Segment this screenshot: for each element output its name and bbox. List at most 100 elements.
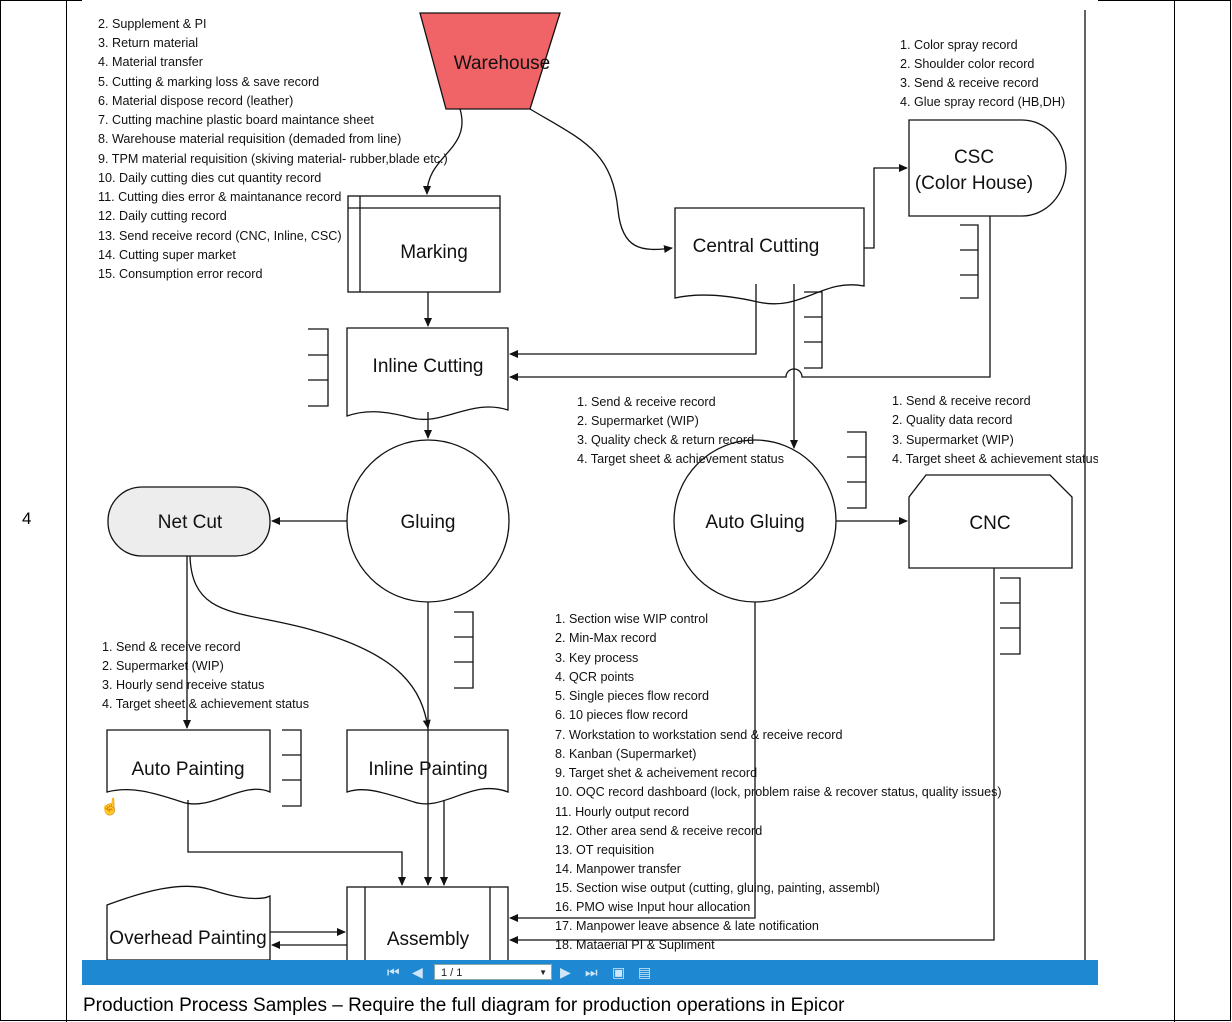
warehouse-label: Warehouse: [454, 53, 550, 74]
list-item: 15. Section wise output (cutting, gluing…: [555, 881, 880, 895]
warehouse-records-list: 2. Supplement & PI 3. Return material 4.…: [98, 17, 448, 281]
column-divider: [1174, 0, 1175, 1022]
list-item: 7. Cutting machine plastic board maintan…: [98, 113, 374, 127]
list-item: 13. OT requisition: [555, 843, 654, 857]
auto-gluing-label: Auto Gluing: [705, 512, 804, 533]
bracket-cnc: [1000, 577, 1021, 655]
csc-node: [908, 119, 1067, 217]
list-item: 16. PMO wise Input hour allocation: [555, 900, 750, 914]
list-item: 9. Target shet & acheivement record: [555, 766, 757, 780]
assembly-label: Assembly: [387, 929, 470, 950]
central-cutting-node: [674, 207, 865, 305]
list-item: 12. Other area send & receive record: [555, 824, 762, 838]
list-item: 12. Daily cutting record: [98, 209, 227, 223]
list-item: 11. Cutting dies error & maintanance rec…: [98, 190, 341, 204]
net-cut-label: Net Cut: [158, 512, 223, 533]
cnc-label: CNC: [969, 513, 1010, 534]
list-item: 14. Cutting super market: [98, 248, 236, 262]
list-item: 3. Hourly send receive status: [102, 678, 264, 692]
overhead-painting-node: [106, 885, 271, 960]
list-item: 7. Workstation to workstation send & rec…: [555, 728, 842, 742]
chevron-down-icon[interactable]: ▼: [539, 968, 547, 977]
list-item: 3. Supermarket (WIP): [892, 433, 1014, 447]
list-item: 2. Supermarket (WIP): [102, 659, 224, 673]
list-item: 4. Material transfer: [98, 55, 203, 69]
list-item: 1. Section wise WIP control: [555, 612, 708, 626]
page-number-input[interactable]: 1 / 1 ▼: [434, 964, 552, 980]
central-cutting-label: Central Cutting: [693, 236, 820, 257]
overhead-painting-label: Overhead Painting: [109, 928, 266, 949]
marking-label: Marking: [400, 242, 468, 263]
list-item: 2. Supplement & PI: [98, 17, 207, 31]
list-item: 6. 10 pieces flow record: [555, 708, 688, 722]
auto-painting-label: Auto Painting: [131, 759, 244, 780]
list-item: 2. Min-Max record: [555, 631, 656, 645]
hand-cursor-icon: ☝: [100, 797, 120, 816]
list-item: 6. Material dispose record (leather): [98, 94, 293, 108]
painting-records-list: 1. Send & receive record 2. Supermarket …: [102, 640, 309, 711]
list-item: 4. QCR points: [555, 670, 634, 684]
list-item: 8. Warehouse material requisition (demad…: [98, 132, 401, 146]
list-item: 5. Single pieces flow record: [555, 689, 709, 703]
csc-label-2: (Color House): [915, 173, 1033, 194]
gluing-label: Gluing: [401, 512, 456, 533]
bracket-inline-cutting: [308, 328, 329, 407]
bracket-gluing: [454, 611, 474, 689]
list-item: 2. Supermarket (WIP): [577, 414, 699, 428]
table-caption: Production Process Samples – Require the…: [83, 995, 845, 1016]
list-item: 13. Send receive record (CNC, Inline, CS…: [98, 229, 342, 243]
list-item: 4. Target sheet & achievement status: [892, 452, 1098, 466]
list-item: 8. Kanban (Supermarket): [555, 747, 696, 761]
auto-painting-node: [106, 729, 271, 805]
diagram-image: Warehouse Marking Central Cutting CSC (C…: [82, 0, 1098, 960]
list-item: 1. Color spray record: [900, 38, 1018, 52]
list-item: 3. Quality check & return record: [577, 433, 754, 447]
bracket-central-cutting: [804, 291, 823, 369]
column-divider: [66, 0, 67, 1022]
list-item: 9. TPM material requisition (skiving mat…: [98, 152, 448, 166]
list-item: 17. Manpower leave absence & late notifi…: [555, 919, 819, 933]
last-page-icon[interactable]: ⏭: [585, 964, 598, 980]
net-cut-node: [107, 486, 271, 557]
cnc-records-list: 1. Send & receive record 2. Quality data…: [892, 394, 1098, 466]
list-item: 10. OQC record dashboard (lock, problem …: [555, 785, 1002, 799]
auto-gluing-records-list: 1. Send & receive record 2. Supermarket …: [577, 395, 784, 466]
list-item: 4. Target sheet & achievement status: [577, 452, 784, 466]
list-item: 1. Send & receive record: [892, 394, 1031, 408]
cnc-node: [908, 474, 1073, 569]
list-item: 4. Glue spray record (HB,DH): [900, 95, 1065, 109]
assembly-records-list: 1. Section wise WIP control 2. Min-Max r…: [555, 612, 1002, 952]
bracket-csc: [960, 224, 979, 299]
inline-cutting-label: Inline Cutting: [373, 356, 484, 377]
list-item: 1. Send & receive record: [102, 640, 241, 654]
csc-label-1: CSC: [954, 147, 994, 168]
next-page-icon[interactable]: ▶: [560, 964, 571, 980]
prev-page-icon[interactable]: ◀: [412, 964, 423, 980]
flow-diagram: Warehouse Marking Central Cutting CSC (C…: [98, 10, 1098, 960]
marking-node: [347, 195, 501, 293]
list-item: 2. Shoulder color record: [900, 57, 1034, 71]
list-item: 2. Quality data record: [892, 413, 1012, 427]
list-item: 15. Consumption error record: [98, 267, 263, 281]
first-page-icon[interactable]: ⏮: [387, 964, 400, 980]
assembly-node: [346, 886, 509, 960]
save-icon[interactable]: ▣: [612, 964, 626, 980]
list-item: 3. Key process: [555, 651, 638, 665]
print-icon[interactable]: ▤: [638, 964, 652, 980]
bracket-auto-painting: [282, 729, 302, 807]
list-item: 14. Manpower transfer: [555, 862, 681, 876]
pdf-viewer-toolbar: ⏮ ◀ 1 / 1 ▼ ▶ ⏭ ▣ ▤: [82, 960, 1098, 985]
list-item: 3. Return material: [98, 36, 198, 50]
bracket-auto-gluing: [847, 431, 867, 509]
csc-records-list: 1. Color spray record 2. Shoulder color …: [900, 38, 1065, 109]
list-item: 11. Hourly output record: [555, 805, 689, 819]
list-item: 5. Cutting & marking loss & save record: [98, 75, 319, 89]
list-item: 10. Daily cutting dies cut quantity reco…: [98, 171, 321, 185]
list-item: 1. Send & receive record: [577, 395, 716, 409]
list-item: 18. Mataerial PI & Supliment: [555, 938, 715, 952]
list-item: 4. Target sheet & achievement status: [102, 697, 309, 711]
inline-cutting-node: [346, 327, 509, 420]
page-indicator: 1 / 1: [441, 967, 463, 979]
row-number: 4: [22, 509, 32, 528]
list-item: 3. Send & receive record: [900, 76, 1039, 90]
